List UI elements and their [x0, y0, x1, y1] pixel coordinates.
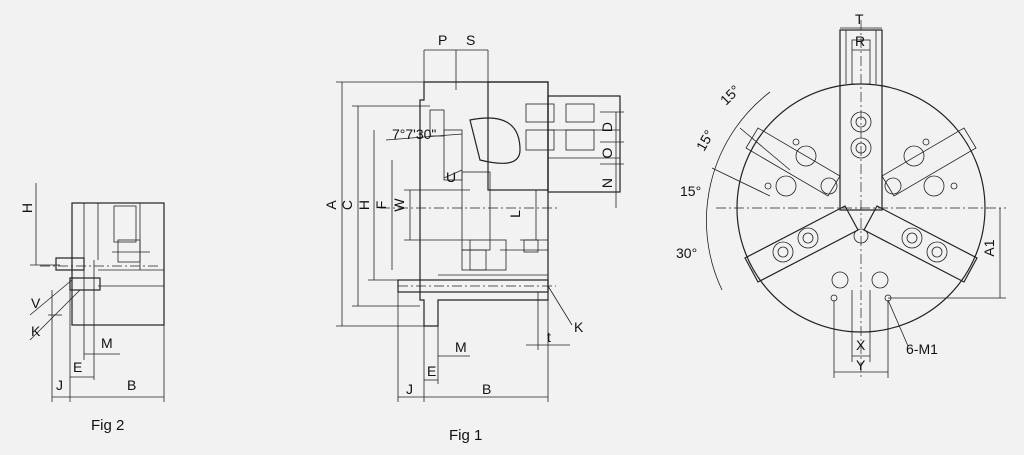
fig1-label-m: M	[455, 339, 467, 355]
fig1-label-p: P	[438, 32, 447, 48]
front-label-ang1: 15°	[717, 82, 743, 108]
fig1-label-j: J	[406, 381, 413, 397]
fig1-label-u: U	[446, 169, 456, 185]
fig1-label-f: F	[373, 201, 389, 210]
fig1-label-h: H	[356, 200, 372, 210]
fig1-drawing	[336, 49, 624, 402]
front-label-ang3: 15°	[680, 183, 701, 199]
fig1-label-angle: 7°7'30"	[392, 126, 436, 142]
fig1-label-a: A	[323, 200, 339, 210]
fig2-label-v: V	[31, 295, 41, 311]
fig1-label-o: O	[599, 147, 615, 158]
fig1-label-n: N	[599, 178, 615, 188]
front-label-a1: A1	[981, 239, 997, 256]
fig1-label-b: B	[482, 381, 491, 397]
fig2-label-b: B	[127, 377, 136, 393]
front-view-drawing	[706, 20, 1006, 378]
fig1-label-d: D	[599, 122, 615, 132]
fig1-label-e: E	[427, 363, 436, 379]
front-label-m1: 6-M1	[906, 341, 938, 357]
fig2-label-h: H	[19, 203, 35, 213]
fig1-label-c: C	[339, 200, 355, 210]
front-label-ang2: 15°	[693, 127, 717, 153]
front-label-t: T	[855, 11, 864, 27]
front-label-r: R	[855, 33, 865, 49]
fig1-label-t: t	[547, 329, 551, 345]
fig2-label-j: J	[56, 377, 63, 393]
front-label-y: Y	[856, 357, 866, 373]
fig2-caption: Fig 2	[91, 417, 124, 434]
fig2-label-k: K	[31, 323, 41, 339]
fig1-caption: Fig 1	[449, 427, 482, 444]
fig2-label-e: E	[73, 359, 82, 375]
fig1-label-l: L	[507, 210, 523, 218]
front-label-ang4: 30°	[676, 245, 697, 261]
front-label-x: X	[856, 337, 866, 353]
fig2-drawing	[29, 183, 165, 402]
fig1-label-w: W	[391, 198, 407, 212]
fig1-label-s: S	[466, 32, 475, 48]
fig1-label-k: K	[574, 319, 584, 335]
fig2-label-m: M	[101, 335, 113, 351]
